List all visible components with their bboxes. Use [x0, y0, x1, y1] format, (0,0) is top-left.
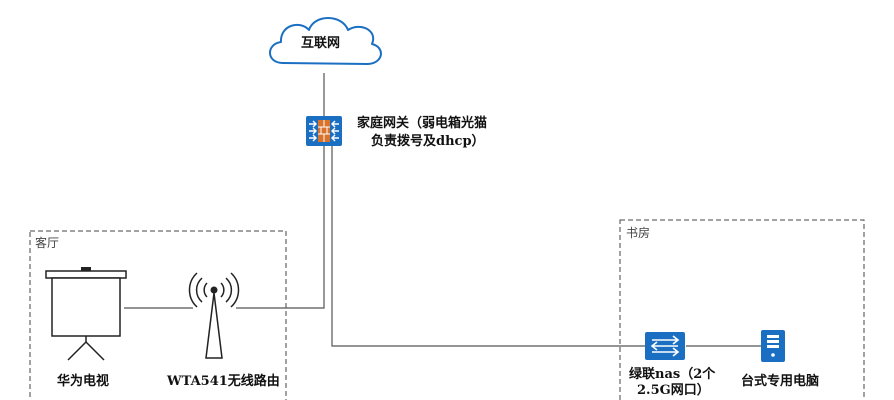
cloud-label: 互联网	[301, 36, 341, 51]
wireless-router-icon	[188, 272, 240, 359]
nas-label-line2: 2.5G网口）	[637, 383, 710, 398]
cloud-icon	[269, 17, 382, 65]
gateway-label-line1: 家庭网关（弱电箱光猫	[357, 116, 488, 131]
router-label: WTA541无线路由	[167, 374, 280, 389]
connection-lines	[124, 73, 761, 347]
living-room-label: 客厅	[35, 236, 60, 250]
tv-screen-icon	[45, 267, 127, 361]
tv-label: 华为电视	[57, 374, 110, 389]
study-room-label: 书房	[626, 226, 651, 240]
pc-label: 台式专用电脑	[741, 374, 820, 389]
gateway-icon	[306, 116, 342, 146]
gateway-label-line2: 负责拨号及dhcp）	[371, 134, 485, 149]
nas-label-line1: 绿联nas（2个	[629, 367, 716, 382]
study-room-boundary	[619, 219, 865, 400]
link-gateway-nas	[331, 146, 645, 347]
desktop-pc-icon	[761, 330, 785, 362]
nas-icon	[645, 332, 685, 360]
link-gateway-router	[236, 146, 325, 309]
living-room-boundary	[29, 230, 287, 400]
